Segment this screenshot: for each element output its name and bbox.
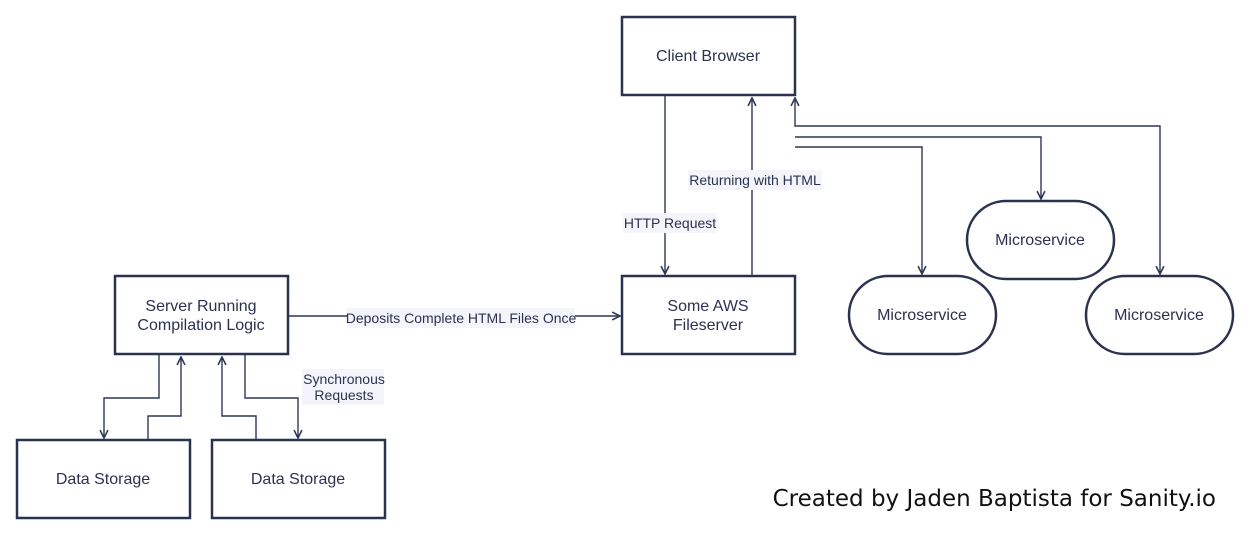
edge-browser-microservice-3: [795, 98, 1160, 274]
label-deposits: Deposits Complete HTML Files Once: [346, 308, 577, 328]
node-compilation-server: Server Running Compilation Logic: [113, 274, 290, 356]
node-microservice-2: Microservice: [965, 199, 1116, 281]
server-label-line2: Compilation Logic: [137, 317, 264, 334]
sync-line2-text: Requests: [314, 387, 373, 403]
sync-line1-text: Synchronous: [303, 371, 385, 387]
edge-storage-2-to-server: [222, 357, 257, 440]
microservice-2-label: Microservice: [995, 232, 1085, 249]
deposits-text: Deposits Complete HTML Files Once: [346, 310, 577, 326]
label-returning-html: Returning with HTML: [688, 170, 822, 190]
node-data-storage-2: Data Storage: [210, 438, 387, 520]
credit-text: Created by Jaden Baptista for Sanity.io: [773, 486, 1216, 512]
microservice-3-label: Microservice: [1114, 307, 1204, 324]
edge-server-to-storage-2: [244, 355, 298, 438]
node-microservice-1: Microservice: [847, 274, 998, 356]
returning-html-text: Returning with HTML: [689, 172, 821, 188]
client-browser-label: Client Browser: [656, 48, 761, 65]
edge-server-to-storage-1: [104, 355, 160, 438]
data-storage-2-label: Data Storage: [251, 471, 345, 488]
node-client-browser: Client Browser: [620, 15, 797, 97]
http-request-text: HTTP Request: [624, 215, 716, 231]
node-aws-fileserver: Some AWS Fileserver: [620, 274, 797, 356]
node-microservice-3: Microservice: [1084, 274, 1235, 356]
data-storage-1-label: Data Storage: [56, 471, 150, 488]
node-data-storage-1: Data Storage: [15, 438, 192, 520]
server-label-line1: Server Running: [145, 298, 256, 315]
aws-fileserver-label-line1: Some AWS: [667, 298, 748, 315]
edge-storage-1-to-server: [147, 357, 181, 440]
edge-browser-microservice-1: [795, 146, 922, 274]
label-synchronous-requests: Synchronous Requests: [302, 369, 385, 405]
label-http-request: HTTP Request: [623, 213, 717, 233]
aws-fileserver-label-line2: Fileserver: [673, 317, 744, 334]
microservice-1-label: Microservice: [877, 307, 967, 324]
edge-browser-microservice-2: [795, 136, 1041, 199]
